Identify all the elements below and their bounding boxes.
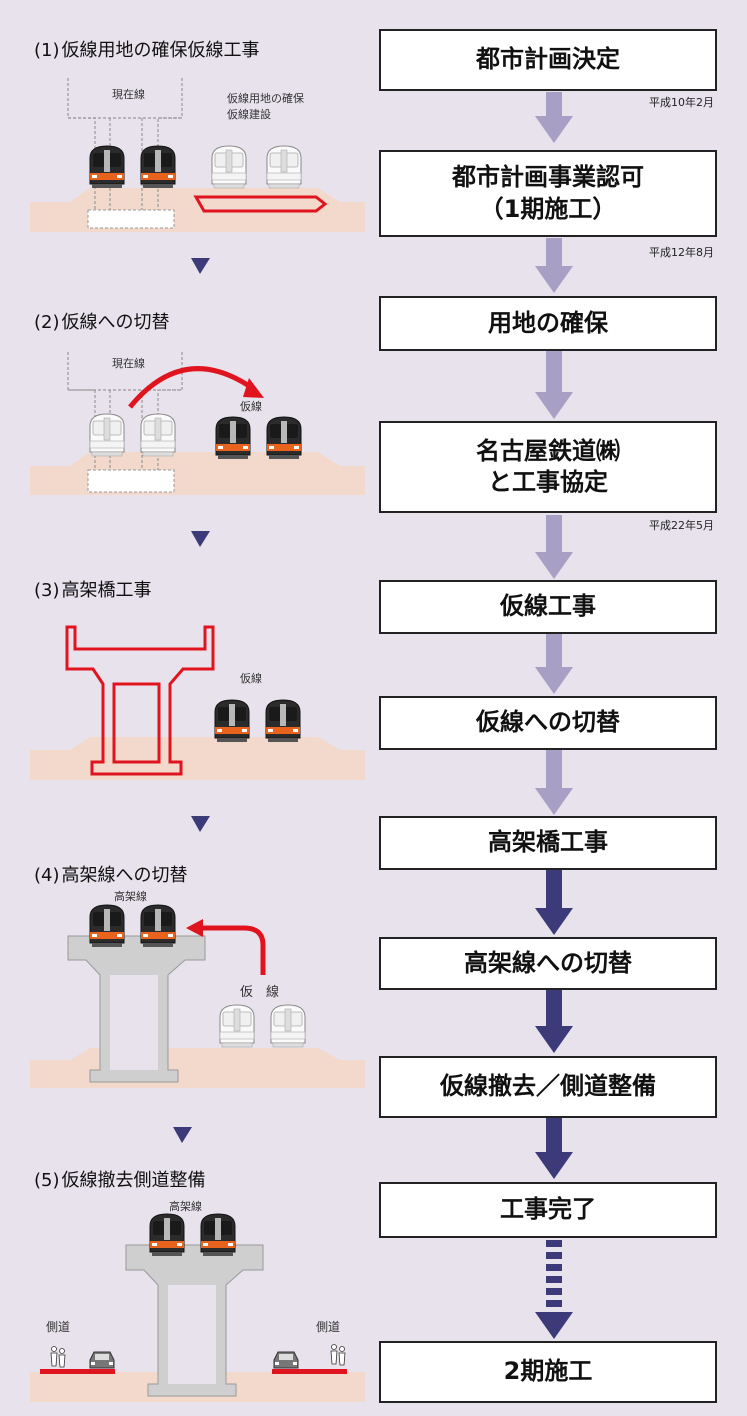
step-number: (1) — [34, 40, 60, 61]
panel-3-illustration — [30, 625, 365, 780]
train-icon — [200, 1213, 236, 1257]
panel-1-illustration — [30, 78, 365, 232]
down-arrow-icon — [191, 816, 210, 832]
temp-line-label: 仮線 — [240, 672, 262, 685]
step-2-title: (2)仮線への切替 — [34, 308, 170, 334]
step-1-title: (1)仮線用地の確保仮線工事 — [34, 36, 260, 62]
flow-box-text: 用地の確保 — [488, 308, 608, 337]
side-road-left — [40, 1369, 115, 1374]
train-icon — [266, 416, 302, 460]
flow-box-agreement: 名古屋鉄道㈱と工事協定 — [379, 421, 717, 513]
panel-2-illustration — [30, 352, 365, 495]
pedestrian-icon — [330, 1344, 346, 1366]
step-title-text: 高架線への切替 — [61, 865, 188, 886]
pedestrian-icon — [50, 1346, 66, 1368]
step-number: (3) — [34, 580, 60, 601]
panel-4-illustration — [30, 904, 365, 1088]
temp-line-label: 仮 線 — [240, 985, 280, 1000]
flow-box-text: 工事完了 — [500, 1195, 596, 1224]
side-road-label: 側道 — [46, 1320, 71, 1334]
train-icon — [211, 145, 247, 189]
car-icon — [89, 1351, 115, 1369]
flow-box-land: 用地の確保 — [379, 296, 717, 351]
flow-box-text: 仮線への切替 — [476, 708, 620, 737]
step-number: (5) — [34, 1170, 60, 1191]
switch-arrow — [128, 366, 257, 409]
train-icon — [265, 699, 301, 743]
flow-box-approval: 都市計画事業認可（1期施工） — [379, 150, 717, 237]
panel-5-illustration — [30, 1213, 365, 1402]
flow-arrows — [535, 92, 573, 1339]
car-icon — [273, 1351, 299, 1369]
current-line-label: 現在線 — [112, 88, 145, 101]
down-arrow-icon — [173, 1127, 192, 1143]
train-icon — [89, 904, 125, 948]
train-icon — [214, 699, 250, 743]
flow-box-complete: 工事完了 — [379, 1182, 717, 1238]
flow-box-viaduct: 高架橋工事 — [379, 816, 717, 870]
flow-box-text: 名古屋鉄道㈱ — [476, 436, 620, 465]
flow-box-text: 仮線撤去／側道整備 — [440, 1072, 656, 1101]
down-arrow-icon — [191, 258, 210, 274]
temp-build-label: 仮線建設 — [227, 108, 271, 121]
date-label: 平成10年2月 — [649, 96, 714, 109]
step-number: (2) — [34, 312, 60, 333]
step-3-title: (3)高架橋工事 — [34, 576, 152, 602]
flow-box-elevated-switch: 高架線への切替 — [379, 937, 717, 990]
down-arrow-icon — [191, 531, 210, 547]
flow-box-text: と工事協定 — [488, 468, 608, 496]
train-icon — [215, 416, 251, 460]
flow-box-temp-switch: 仮線への切替 — [379, 696, 717, 750]
flow-box-temp-work: 仮線工事 — [379, 580, 717, 634]
flow-box-city-plan: 都市計画決定 — [379, 29, 717, 91]
flow-box-removal: 仮線撤去／側道整備 — [379, 1056, 717, 1118]
train-icon — [140, 904, 176, 948]
side-road-label: 側道 — [316, 1320, 341, 1334]
flow-box-text: 2期施工 — [503, 1357, 593, 1386]
date-label: 平成22年5月 — [649, 519, 714, 532]
date-label: 平成12年8月 — [649, 246, 714, 259]
flow-box-text: 都市計画事業認可 — [452, 163, 644, 192]
temp-land-label: 仮線用地の確保 — [227, 92, 304, 105]
train-icon — [270, 1004, 306, 1048]
step-4-title: (4)高架線への切替 — [34, 861, 188, 887]
train-icon — [266, 145, 302, 189]
step-title-text: 仮線撤去側道整備 — [61, 1170, 206, 1191]
elevated-line-label: 高架線 — [169, 1200, 202, 1213]
step-title-text: 仮線用地の確保仮線工事 — [61, 40, 260, 61]
flow-box-text: 仮線工事 — [500, 592, 596, 621]
step-5-title: (5)仮線撤去側道整備 — [34, 1166, 206, 1192]
train-icon — [140, 145, 176, 189]
flow-box-text: 高架線への切替 — [464, 948, 632, 977]
flow-box-phase2: 2期施工 — [379, 1341, 717, 1403]
flow-box-text: 高架橋工事 — [488, 828, 608, 857]
train-icon — [140, 413, 176, 457]
step-number: (4) — [34, 865, 60, 886]
elevated-line-label: 高架線 — [114, 890, 147, 903]
step-title-text: 仮線への切替 — [61, 312, 170, 333]
current-line-label: 現在線 — [112, 357, 145, 370]
switch-arrow — [200, 925, 266, 975]
temp-line-label: 仮線 — [240, 400, 262, 413]
side-road-right — [272, 1369, 347, 1374]
step-arrows — [173, 258, 210, 1143]
train-icon — [149, 1213, 185, 1257]
train-icon — [89, 413, 125, 457]
flow-box-text: 都市計画決定 — [476, 45, 620, 74]
train-icon — [219, 1004, 255, 1048]
flow-box-text: （1期施工） — [479, 194, 617, 223]
train-icon — [89, 145, 125, 189]
step-title-text: 高架橋工事 — [61, 580, 152, 601]
